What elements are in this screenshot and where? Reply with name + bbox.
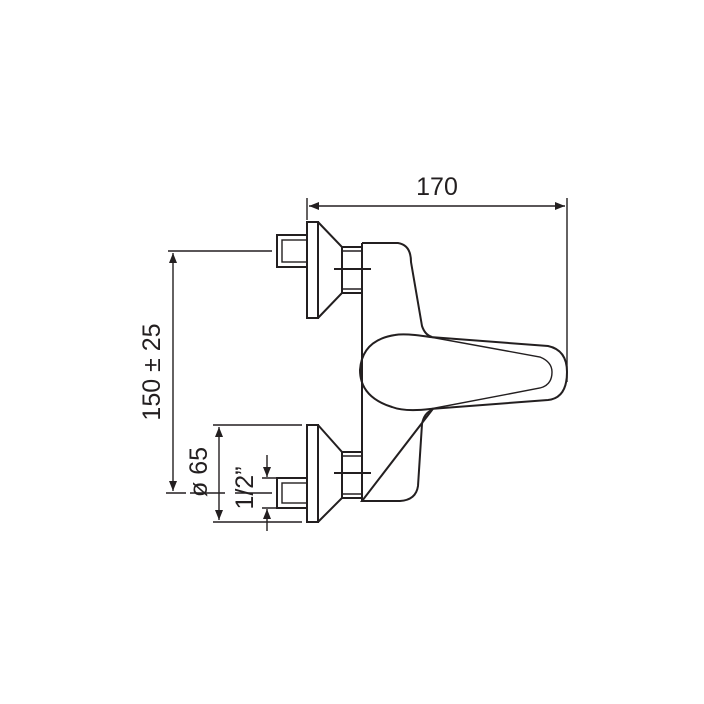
center-distance-label: 150 ± 25 — [138, 323, 166, 420]
connection-dimension: 1/2” — [231, 455, 280, 531]
flange-diameter-dimension: ø 65 — [185, 424, 302, 523]
center-distance-dimension: 150 ± 25 — [138, 250, 272, 494]
width-dimension: 170 — [306, 173, 568, 382]
width-label: 170 — [416, 173, 458, 201]
top-inlet — [276, 221, 371, 319]
bottom-inlet — [276, 424, 371, 523]
connection-label: 1/2” — [231, 466, 259, 509]
flange-diameter-label: ø 65 — [185, 447, 213, 497]
mixer-body — [359, 242, 435, 502]
lever-handle — [358, 333, 569, 412]
